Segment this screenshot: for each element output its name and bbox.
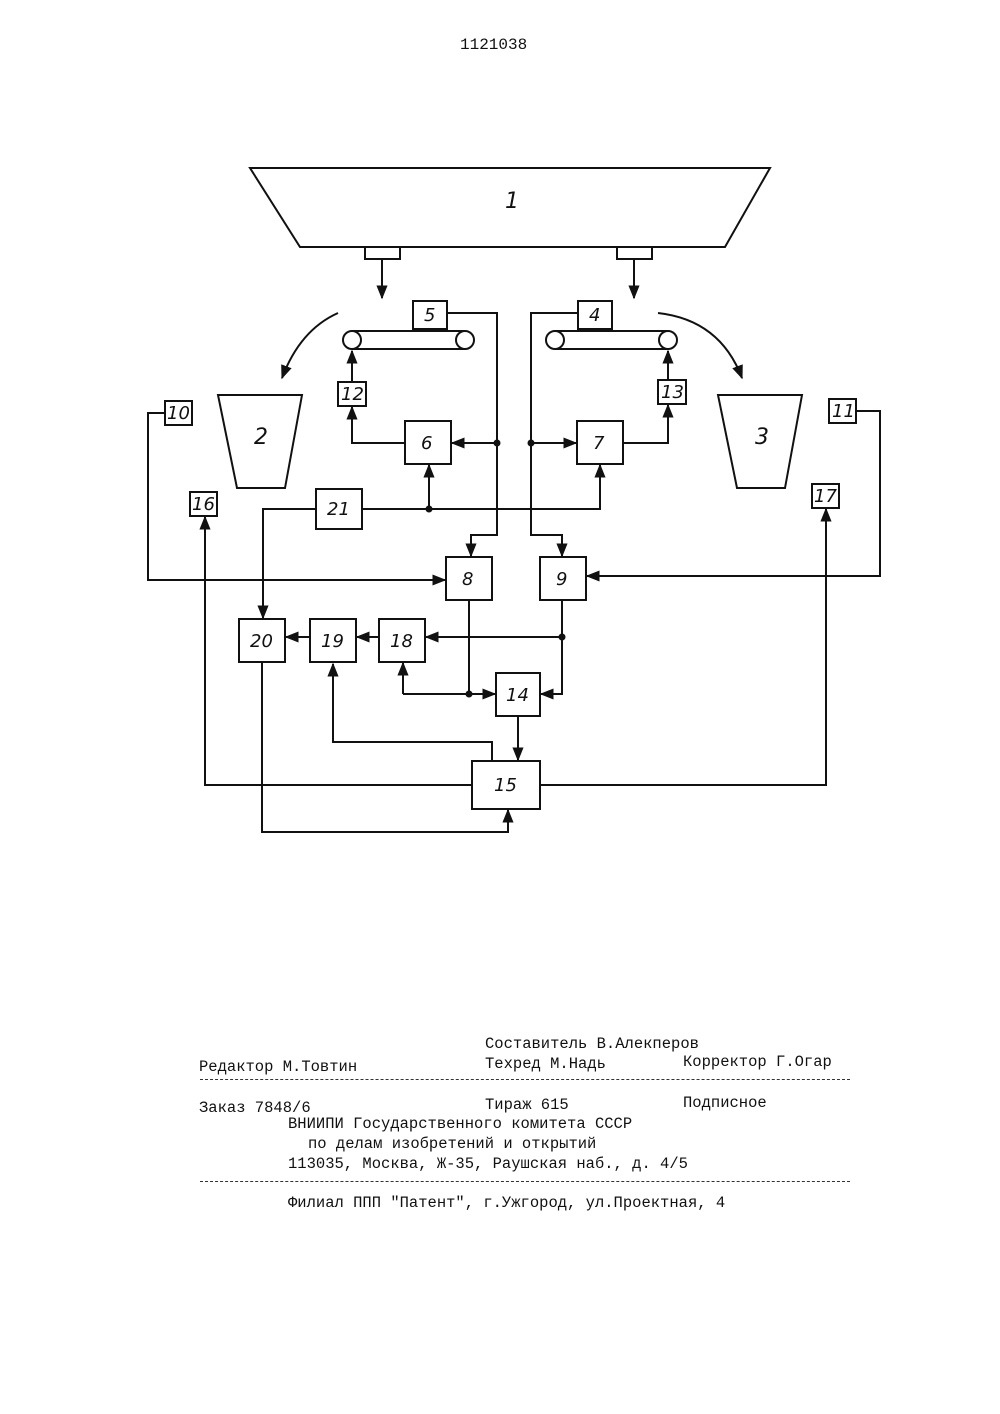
branch: Филиал ППП "Патент", г.Ужгород, ул.Проек… bbox=[288, 1194, 725, 1212]
divider-2 bbox=[200, 1181, 850, 1182]
label-14: 14 bbox=[506, 685, 529, 706]
label-13: 13 bbox=[661, 382, 684, 403]
label-7: 7 bbox=[593, 433, 605, 454]
composer: Составитель В.Алекперов bbox=[485, 1035, 699, 1053]
block-diagram: 1 5 4 2 3 10 11 16 17 12 13 6 7 21 8 9 2… bbox=[0, 0, 1000, 900]
label-8: 8 bbox=[462, 569, 473, 590]
label-1: 1 bbox=[505, 189, 519, 214]
label-9: 9 bbox=[556, 569, 567, 590]
org-line-1: ВНИИПИ Государственного комитета СССР bbox=[288, 1115, 632, 1133]
label-12: 12 bbox=[341, 384, 364, 405]
label-19: 19 bbox=[321, 631, 344, 652]
org-line-2: по делам изобретений и открытий bbox=[308, 1135, 596, 1153]
circulation: Тираж 615 bbox=[485, 1096, 569, 1114]
divider-1 bbox=[200, 1079, 850, 1080]
label-20: 20 bbox=[250, 631, 273, 652]
label-6: 6 bbox=[421, 433, 432, 454]
label-4: 4 bbox=[589, 305, 600, 326]
techred: Техред М.Надь bbox=[485, 1055, 606, 1073]
editor: Редактор М.Товтин bbox=[199, 1058, 357, 1076]
label-16: 16 bbox=[192, 494, 215, 515]
subscription: Подписное bbox=[683, 1094, 767, 1112]
label-10: 10 bbox=[167, 403, 190, 424]
label-18: 18 bbox=[390, 631, 413, 652]
label-17: 17 bbox=[814, 486, 837, 507]
label-21: 21 bbox=[327, 499, 350, 520]
label-3: 3 bbox=[755, 425, 769, 450]
label-11: 11 bbox=[832, 401, 855, 422]
corrector: Корректор Г.Огар bbox=[683, 1053, 832, 1071]
label-5: 5 bbox=[424, 305, 435, 326]
label-2: 2 bbox=[254, 425, 268, 450]
address: 113035, Москва, Ж-35, Раушская наб., д. … bbox=[288, 1155, 688, 1173]
label-15: 15 bbox=[494, 775, 517, 796]
